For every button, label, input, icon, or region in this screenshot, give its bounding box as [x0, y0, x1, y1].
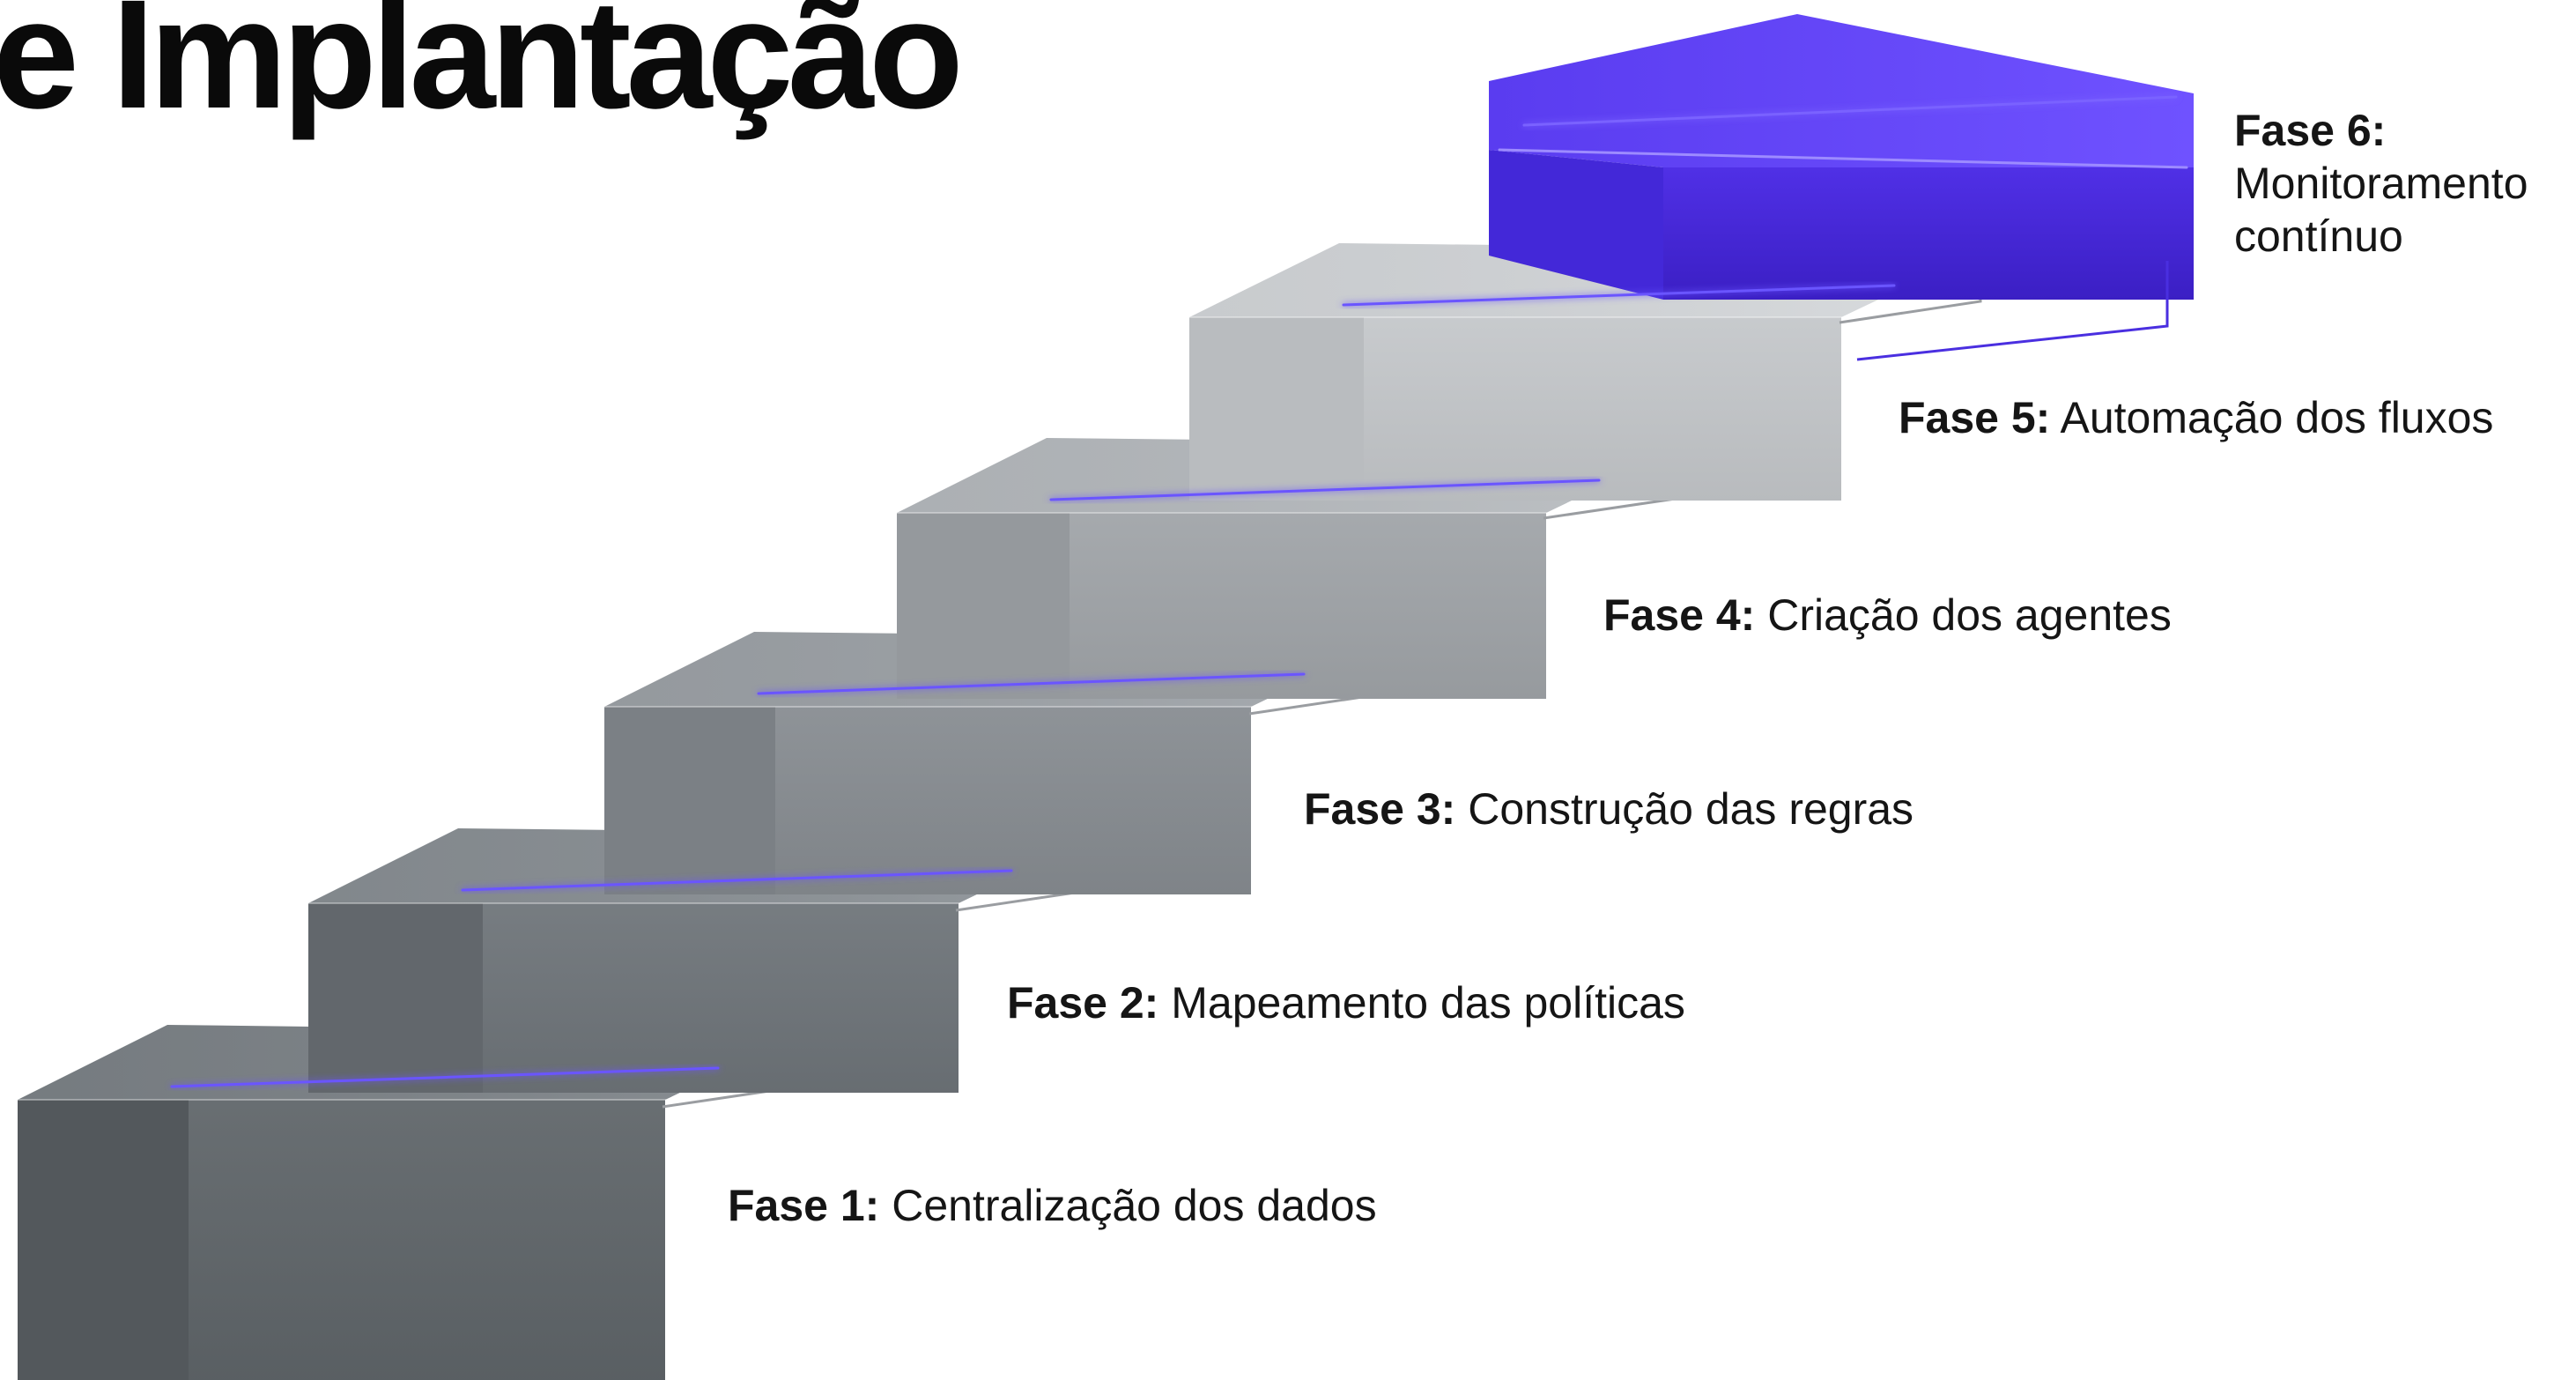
phase-6-number: Fase 6: [2234, 106, 2387, 155]
phase-5-text: Automação dos fluxos [2060, 393, 2494, 442]
step-3-top-seam [757, 672, 1306, 695]
page-title-line-2: e Implantação [0, 0, 964, 141]
step-6-left-face [1489, 150, 1663, 300]
step-6-top-seam [1522, 95, 2178, 127]
phase-4-label: Fase 4: Criação dos agentes [1603, 589, 2172, 642]
phase-4-text: Criação dos agentes [1767, 590, 2172, 640]
step-6-top-surface [1489, 14, 2194, 167]
phase-1-number: Fase 1: [728, 1181, 880, 1230]
phase-6-label: Fase 6:Monitoramento contínuo [2234, 104, 2569, 263]
step-3-front-shade [775, 707, 1251, 894]
phase-2-number: Fase 2: [1007, 978, 1159, 1028]
phase-4-number: Fase 4: [1603, 590, 1756, 640]
step-5-left-face [1189, 317, 1364, 501]
phase-5-label: Fase 5: Automação dos fluxos [1899, 391, 2493, 444]
phase-3-number: Fase 3: [1304, 784, 1456, 834]
step-1-front-shade [189, 1100, 665, 1380]
page-title: e Implantação [0, 0, 964, 141]
phase-2-text: Mapeamento das políticas [1171, 978, 1685, 1028]
phase-1-text: Centralização dos dados [892, 1181, 1377, 1230]
phase-1-label: Fase 1: Centralização dos dados [728, 1179, 1377, 1232]
phase-3-text: Construção das regras [1468, 784, 1914, 834]
step-2-left-face [308, 903, 483, 1093]
step-4-top-seam [1049, 479, 1601, 501]
step-6-edge-glow [1498, 148, 2188, 169]
step-5-front-shade [1364, 317, 1841, 501]
phase-2-label: Fase 2: Mapeamento das políticas [1007, 976, 1685, 1029]
phase-6-text: Monitoramento contínuo [2234, 159, 2528, 261]
step-1-top-seam [170, 1066, 720, 1088]
step-2-top-seam [461, 869, 1013, 892]
step-5-top-seam [1342, 284, 1896, 307]
step-4-left-face [897, 513, 1070, 699]
step-3-left-face [604, 707, 775, 894]
phase-5-number: Fase 5: [1899, 393, 2051, 442]
phase-3-label: Fase 3: Construção das regras [1304, 783, 1913, 835]
step-6-front-face [1663, 167, 2194, 300]
step-6-connector [1856, 261, 2169, 361]
step-4-front-shade [1070, 513, 1546, 699]
step-2-front-shade [483, 903, 959, 1093]
step-1-left-face [18, 1100, 189, 1380]
